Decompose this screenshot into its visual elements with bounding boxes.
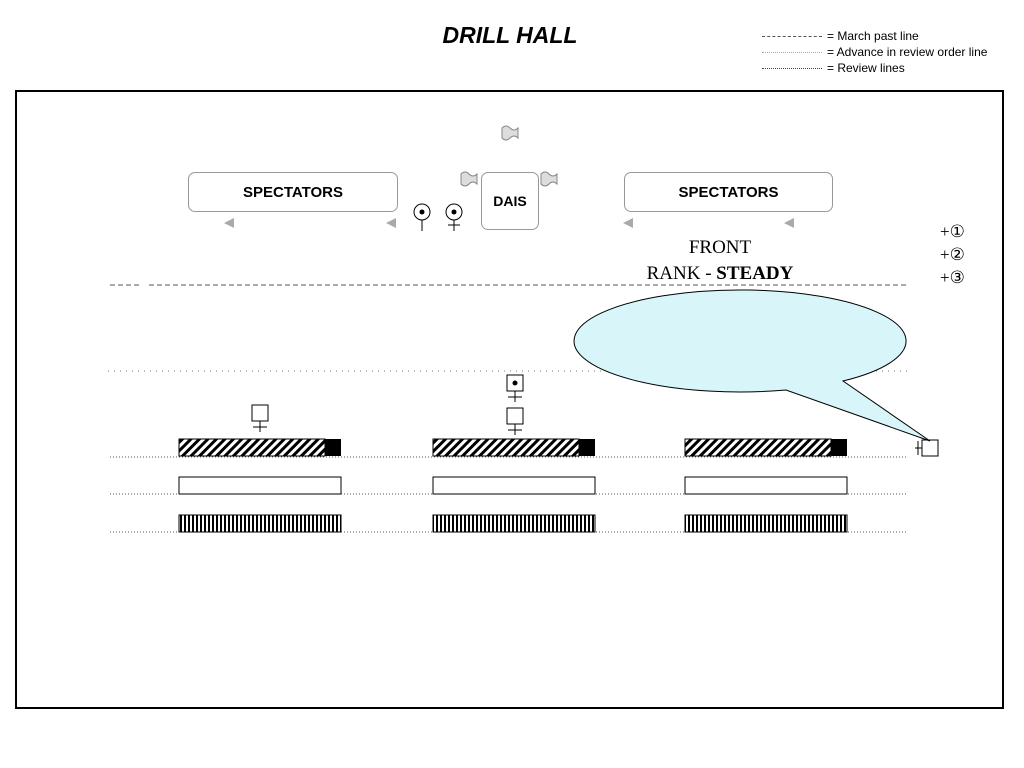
spectators-left-box: SPECTATORS	[188, 172, 398, 212]
legend-item-march-past: = March past line	[762, 28, 987, 44]
spectators-right-label: SPECTATORS	[678, 183, 779, 201]
callout-line-2-bold: STEADY	[716, 263, 794, 284]
squad-commander-icon	[251, 404, 269, 432]
rank-markers: +① +② +③	[940, 220, 965, 289]
officer-icon	[445, 203, 463, 231]
rank-marker-3: +③	[940, 268, 965, 287]
dense-dotted-line-sample	[762, 67, 822, 69]
legend-item-advance: = Advance in review order line	[762, 44, 987, 60]
callout-line-2-prefix: RANK -	[646, 263, 717, 284]
rear-rank-squad	[432, 514, 596, 533]
parade-commander-icon	[506, 374, 524, 402]
reviewing-officer-icon	[413, 203, 431, 231]
centre-rank-squad	[432, 476, 596, 495]
squad-commander-icon	[506, 407, 524, 435]
rear-rank-squad	[684, 514, 848, 533]
rank-marker-1: +①	[940, 222, 965, 241]
front-rank-squad	[684, 438, 847, 457]
flag-icon	[460, 171, 478, 187]
rank-marker-2: +②	[940, 245, 965, 264]
callout-bubble	[573, 289, 931, 442]
rear-rank-squad	[178, 514, 342, 533]
centre-rank-squad	[178, 476, 342, 495]
callout-line-1: FRONT	[688, 237, 752, 258]
flag-icon	[501, 125, 519, 141]
callout-text: FRONT RANK - STEADY	[605, 235, 835, 287]
legend-label: = Advance in review order line	[827, 45, 988, 59]
dashed-line-sample	[762, 35, 822, 37]
front-rank-squad	[432, 438, 595, 457]
legend-item-review: = Review lines	[762, 60, 987, 76]
arrow-left-icon	[224, 218, 234, 228]
sparse-dotted-line-sample	[762, 51, 822, 53]
callout-line-2: RANK - STEADY	[605, 261, 835, 287]
front-rank-squad	[178, 438, 341, 457]
dais-box: DAIS	[481, 172, 539, 230]
dais-label: DAIS	[493, 193, 527, 209]
centre-rank-squad	[684, 476, 848, 495]
arrow-left-icon	[386, 218, 396, 228]
spectators-right-box: SPECTATORS	[624, 172, 833, 212]
flag-icon	[540, 171, 558, 187]
arrow-left-icon	[784, 218, 794, 228]
legend-label: = March past line	[827, 29, 919, 43]
right-marker-icon	[915, 439, 939, 457]
legend-label: = Review lines	[827, 61, 905, 75]
legend: = March past line = Advance in review or…	[762, 28, 987, 76]
diagram-title: DRILL HALL	[442, 22, 578, 48]
spectators-left-label: SPECTATORS	[242, 183, 343, 201]
arrow-left-icon	[623, 218, 633, 228]
drill-hall-area: SPECTATORS SPECTATORS DAIS	[15, 90, 1004, 709]
